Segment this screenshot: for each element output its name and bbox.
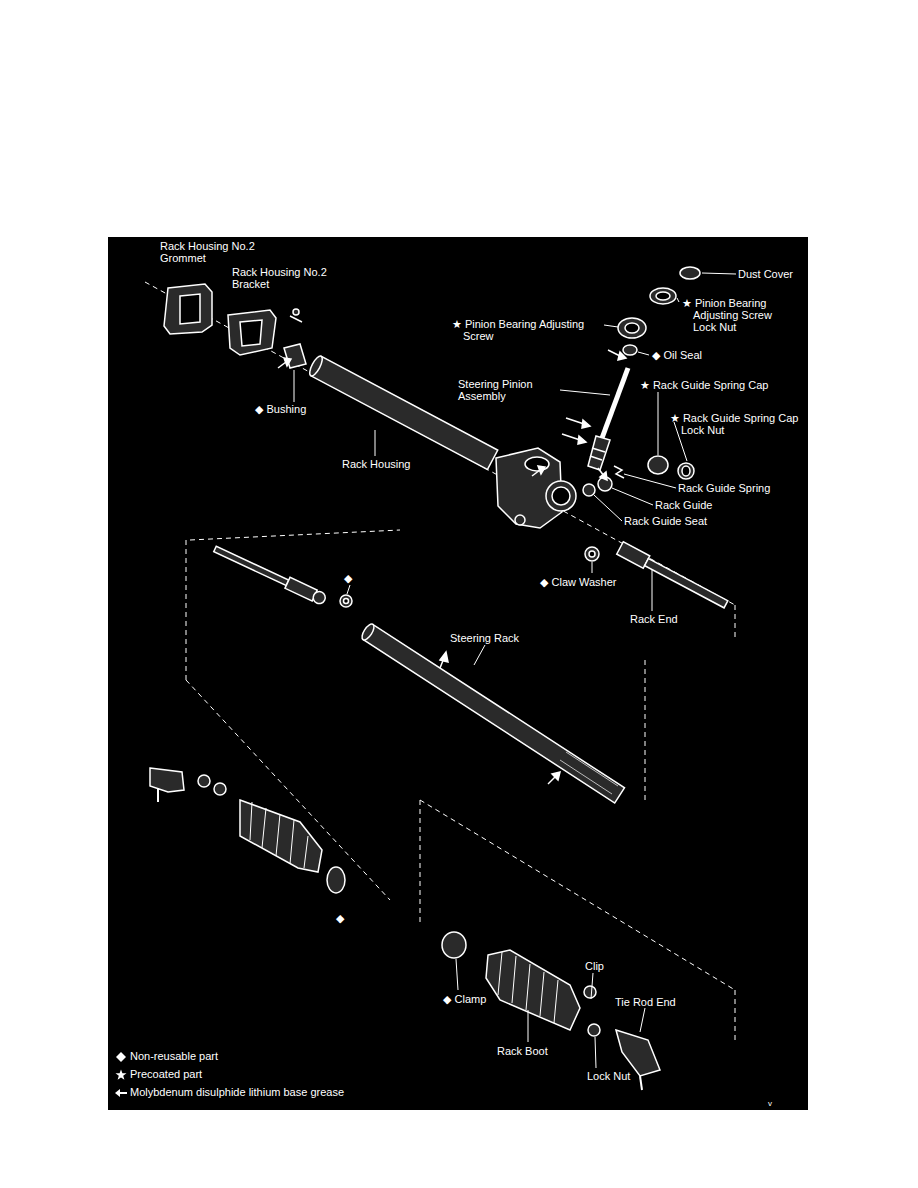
part-label: ★ Pinion Bearing Adjusting Screw Lock Nu…	[682, 297, 797, 333]
legend-symbol	[115, 1087, 127, 1099]
part-label: Tie Rod End	[615, 996, 676, 1008]
part-label: Lock Nut	[587, 1070, 630, 1082]
legend-text: Precoated part	[130, 1068, 202, 1081]
part-label: ★ Rack Guide Spring Cap	[640, 379, 768, 391]
part-label: Rack Housing	[342, 458, 410, 470]
part-label: Steering Pinion Assembly	[458, 378, 558, 402]
part-label: Clip	[585, 960, 604, 972]
part-label: Rack Guide Seat	[624, 515, 707, 527]
part-marker: v	[768, 1098, 772, 1110]
legend-symbol	[115, 1069, 127, 1081]
part-label: Dust Cover	[738, 268, 793, 280]
part-label: Rack Housing No.2 Grommet	[160, 240, 272, 264]
part-label: Rack End	[630, 613, 678, 625]
part-label: ★ Rack Guide Spring Cap Lock Nut	[670, 412, 805, 436]
part-label: Rack Guide	[655, 499, 712, 511]
legend-text: Non-reusable part	[130, 1050, 218, 1063]
part-label: ◆ Oil Seal	[652, 349, 702, 361]
part-label: Steering Rack	[450, 632, 519, 644]
part-marker: ◆	[336, 912, 344, 924]
legend-entry: Molybdenum disulphide lithium base greas…	[115, 1086, 344, 1099]
part-marker: ◆	[344, 572, 352, 584]
part-label: Rack Housing No.2 Bracket	[232, 266, 344, 290]
legend-entry: Non-reusable part	[115, 1050, 218, 1063]
legend-entry: Precoated part	[115, 1068, 202, 1081]
part-label: Rack Boot	[497, 1045, 548, 1057]
legend-symbol	[115, 1051, 127, 1063]
part-label: ★ Pinion Bearing Adjusting Screw	[452, 318, 615, 342]
part-label: ◆ Bushing	[255, 403, 306, 415]
part-label: ◆ Clamp	[443, 993, 486, 1005]
legend-text: Molybdenum disulphide lithium base greas…	[130, 1086, 344, 1099]
part-label: Rack Guide Spring	[678, 482, 770, 494]
part-label: ◆ Claw Washer	[540, 576, 617, 588]
